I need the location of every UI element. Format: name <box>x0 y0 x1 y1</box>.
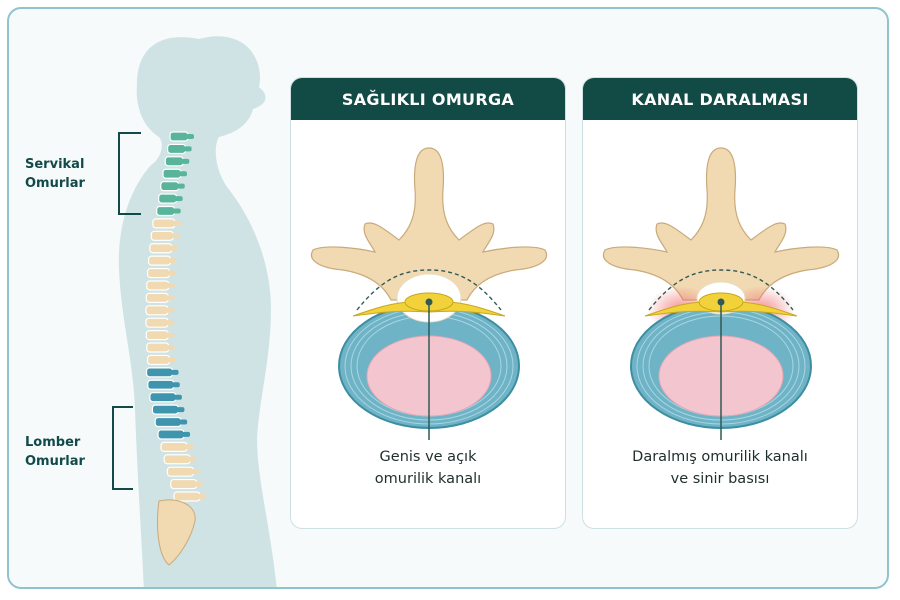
vertebra-segment <box>145 367 174 378</box>
spinous-process <box>173 394 182 400</box>
lumbar-bracket <box>112 406 133 490</box>
lumbar-label-line-2: Omurlar <box>25 454 85 469</box>
vertebra-segment <box>145 292 169 303</box>
healthy-caption-line-2: omurilik kanalı <box>374 471 482 487</box>
spinous-process <box>186 134 194 139</box>
vertebra-segment <box>164 156 184 167</box>
vertebra-segment <box>154 416 182 428</box>
vertebra-segment <box>149 243 173 254</box>
spinous-process <box>183 146 192 152</box>
pointer-dot <box>425 298 433 306</box>
stenosis-caption: Daralmış omurilik kanalı ve sinir basısı <box>583 446 857 490</box>
spinous-process <box>198 494 206 499</box>
spinous-process <box>188 456 197 462</box>
vertebra-segment <box>162 168 182 179</box>
vertebra-segment <box>146 280 170 291</box>
vertebra-segment <box>158 193 178 204</box>
spinous-process <box>174 196 183 202</box>
spinous-process <box>170 369 179 375</box>
stenosis-caption-line-2: ve sinir basısı <box>670 471 770 487</box>
lumbar-label: Lomber Omurlar <box>25 433 97 471</box>
spinous-process <box>171 233 180 239</box>
spinous-process <box>166 332 175 338</box>
cervical-label: Servikal Omurlar <box>25 155 97 193</box>
spinous-process <box>166 282 175 288</box>
vertebra-segment <box>157 429 185 440</box>
vertebra-segment <box>147 255 172 266</box>
spinous-process <box>166 320 175 326</box>
vertebra-segment <box>173 491 201 502</box>
vertebra-segment <box>156 205 176 217</box>
canal-outline-dashed <box>356 269 502 311</box>
vertebra-segment <box>151 404 180 415</box>
spinous-process <box>167 357 176 363</box>
stenosis-vertebra-illustration <box>602 147 840 440</box>
vertebra-segment <box>160 181 180 192</box>
diagram-frame: Servikal Omurlar Lomber Omurlar SAĞLIKLI… <box>7 7 889 589</box>
spinous-process <box>194 481 203 487</box>
healthy-spine-panel: SAĞLIKLI OMURGA Genis ve açık omurilik k… <box>290 77 566 529</box>
pointer-dot <box>717 298 725 306</box>
cervical-label-line-2: Omurlar <box>25 176 85 191</box>
healthy-caption: Genis ve açık omurilik kanalı <box>291 446 565 490</box>
vertebra-segment <box>145 305 169 316</box>
spinous-process <box>167 270 176 276</box>
spinous-process <box>166 295 175 301</box>
spinous-process <box>176 183 185 189</box>
healthy-caption-line-1: Genis ve açık <box>379 449 477 465</box>
vertebra-segment <box>145 317 169 328</box>
vertebra-segment <box>166 466 195 477</box>
spinous-process <box>176 407 185 413</box>
healthy-panel-title: SAĞLIKLI OMURGA <box>291 78 565 120</box>
vertebra-segment <box>160 441 188 452</box>
cervical-label-line-1: Servikal <box>25 157 85 172</box>
spinous-process <box>166 307 175 313</box>
cervical-bracket <box>118 132 141 215</box>
healthy-vertebra-illustration <box>310 147 548 440</box>
spinous-process <box>181 158 190 164</box>
vertebra-segment <box>147 379 175 390</box>
body-silhouette <box>118 36 277 587</box>
human-silhouette-with-spine <box>112 36 277 587</box>
vertebra-segment <box>152 218 176 229</box>
spinous-process <box>178 171 187 177</box>
spinous-process <box>168 258 177 264</box>
vertebra-segment <box>150 230 174 241</box>
vertebra-segment <box>163 454 191 465</box>
sacrum <box>156 499 196 566</box>
vertebra-segment <box>149 392 177 403</box>
spinous-process <box>171 382 180 388</box>
spinous-process <box>182 431 191 437</box>
spinous-process <box>172 208 181 214</box>
spinous-process <box>172 220 181 226</box>
lumbar-label-line-1: Lomber <box>25 435 81 450</box>
vertebra-segment <box>169 131 189 142</box>
vertebra-segment <box>146 354 171 366</box>
vertebra-segment <box>145 330 169 341</box>
posterior-arch <box>602 147 840 301</box>
stenosis-panel-title: KANAL DARALMASI <box>583 78 857 120</box>
vertebra-segment <box>167 143 187 155</box>
canal-outline-dashed <box>648 269 794 311</box>
spinous-process <box>191 469 200 475</box>
spinous-process <box>166 345 175 351</box>
spinous-process <box>179 419 188 425</box>
vertebra-segment <box>146 267 171 279</box>
stenosis-panel: KANAL DARALMASI Daralmış omurilik kanalı… <box>582 77 858 529</box>
spinous-process <box>169 245 178 251</box>
stenosis-caption-line-1: Daralmış omurilik kanalı <box>632 449 808 465</box>
vertebra-segment <box>170 478 198 490</box>
spinous-process <box>185 444 194 450</box>
spine-column <box>145 131 206 566</box>
vertebra-segment <box>146 342 170 353</box>
